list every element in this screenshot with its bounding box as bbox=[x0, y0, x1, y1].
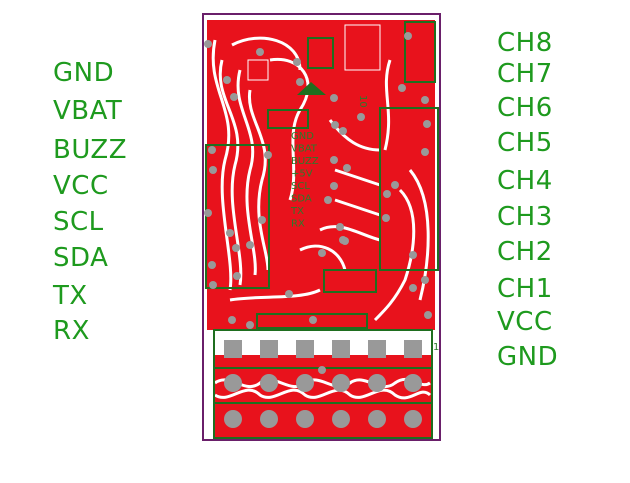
round-pad bbox=[224, 374, 242, 392]
traces bbox=[211, 36, 432, 400]
square-pad bbox=[332, 340, 350, 358]
silk-pin-label: BUZZ bbox=[291, 156, 319, 167]
via bbox=[343, 164, 351, 172]
via bbox=[324, 196, 332, 204]
via bbox=[208, 146, 216, 154]
via bbox=[330, 156, 338, 164]
via bbox=[398, 84, 406, 92]
via bbox=[421, 96, 429, 104]
via bbox=[409, 251, 417, 259]
silk-pin-label: TX bbox=[290, 206, 304, 217]
silk-pin-label: SDA bbox=[291, 194, 312, 205]
round-pad bbox=[296, 410, 314, 428]
left-pin-label-vbat-1: VBAT bbox=[53, 96, 123, 126]
right-pin-label-gnd-9: GND bbox=[497, 342, 559, 372]
silk-pin-label: +5V bbox=[291, 169, 313, 180]
square-pad bbox=[404, 340, 422, 358]
via bbox=[258, 216, 266, 224]
round-pad bbox=[332, 410, 350, 428]
round-pad bbox=[224, 410, 242, 428]
via bbox=[309, 316, 317, 324]
via bbox=[209, 281, 217, 289]
right-pin-label-ch8-0: CH8 bbox=[497, 28, 553, 58]
vias bbox=[204, 32, 432, 374]
round-pad bbox=[404, 374, 422, 392]
via bbox=[424, 311, 432, 319]
via bbox=[208, 261, 216, 269]
via bbox=[230, 93, 238, 101]
via bbox=[423, 120, 431, 128]
via bbox=[331, 121, 339, 129]
left-pin-label-sda-5: SDA bbox=[53, 243, 109, 273]
left-pin-label-rx-7: RX bbox=[53, 316, 90, 346]
round-pad bbox=[260, 410, 278, 428]
chip-pads bbox=[247, 21, 436, 129]
via bbox=[330, 94, 338, 102]
left-pin-label-gnd-0: GND bbox=[53, 58, 115, 88]
round-pad bbox=[332, 374, 350, 392]
via bbox=[246, 241, 254, 249]
via bbox=[357, 113, 365, 121]
right-pin-label-ch4-4: CH4 bbox=[497, 166, 553, 196]
via bbox=[404, 32, 412, 40]
right-pin-label-vcc-8: VCC bbox=[497, 307, 553, 337]
right-pin-label-ch6-2: CH6 bbox=[497, 93, 553, 123]
via bbox=[228, 316, 236, 324]
right-pin-label-ch7-1: CH7 bbox=[497, 59, 553, 89]
via bbox=[382, 214, 390, 222]
via bbox=[339, 127, 347, 135]
via bbox=[421, 276, 429, 284]
via bbox=[232, 244, 240, 252]
via bbox=[264, 151, 272, 159]
right-pin-label-ch5-3: CH5 bbox=[497, 128, 553, 158]
via bbox=[223, 76, 231, 84]
via bbox=[226, 229, 234, 237]
via bbox=[293, 58, 301, 66]
via bbox=[256, 48, 264, 56]
via bbox=[209, 166, 217, 174]
via bbox=[296, 78, 304, 86]
square-pad bbox=[368, 340, 386, 358]
silk-pin-label: VBAT bbox=[291, 144, 318, 155]
via bbox=[318, 249, 326, 257]
via bbox=[204, 40, 212, 48]
silk-pin-label: GND bbox=[291, 131, 314, 142]
silk-pin-label: SCL bbox=[291, 181, 310, 192]
via bbox=[336, 223, 344, 231]
right-pin-label-ch2-6: CH2 bbox=[497, 237, 553, 267]
header-pads-square bbox=[224, 340, 422, 358]
chip-label: 10 bbox=[357, 95, 368, 108]
round-pad bbox=[296, 374, 314, 392]
via bbox=[246, 321, 254, 329]
header-pads-round bbox=[224, 374, 422, 428]
via bbox=[233, 272, 241, 280]
via bbox=[341, 237, 349, 245]
via bbox=[391, 181, 399, 189]
via bbox=[330, 182, 338, 190]
left-pin-label-tx-6: TX bbox=[53, 281, 88, 311]
led-triangle bbox=[297, 82, 326, 95]
via bbox=[421, 148, 429, 156]
left-pin-label-vcc-3: VCC bbox=[53, 171, 109, 201]
silk-pin-label: RX bbox=[291, 219, 305, 230]
square-pad bbox=[260, 340, 278, 358]
right-pin-label-ch1-7: CH1 bbox=[497, 274, 553, 304]
round-pad bbox=[260, 374, 278, 392]
square-pad bbox=[296, 340, 314, 358]
via bbox=[383, 190, 391, 198]
via bbox=[204, 209, 212, 217]
left-pin-label-scl-4: SCL bbox=[53, 207, 104, 237]
round-pad bbox=[368, 410, 386, 428]
pin1-marker: 1 bbox=[433, 342, 439, 353]
left-pin-label-buzz-2: BUZZ bbox=[53, 135, 128, 165]
right-pin-label-ch3-5: CH3 bbox=[497, 202, 553, 232]
square-pad bbox=[224, 340, 242, 358]
via bbox=[318, 366, 326, 374]
via bbox=[409, 284, 417, 292]
round-pad bbox=[404, 410, 422, 428]
via bbox=[285, 290, 293, 298]
round-pad bbox=[368, 374, 386, 392]
